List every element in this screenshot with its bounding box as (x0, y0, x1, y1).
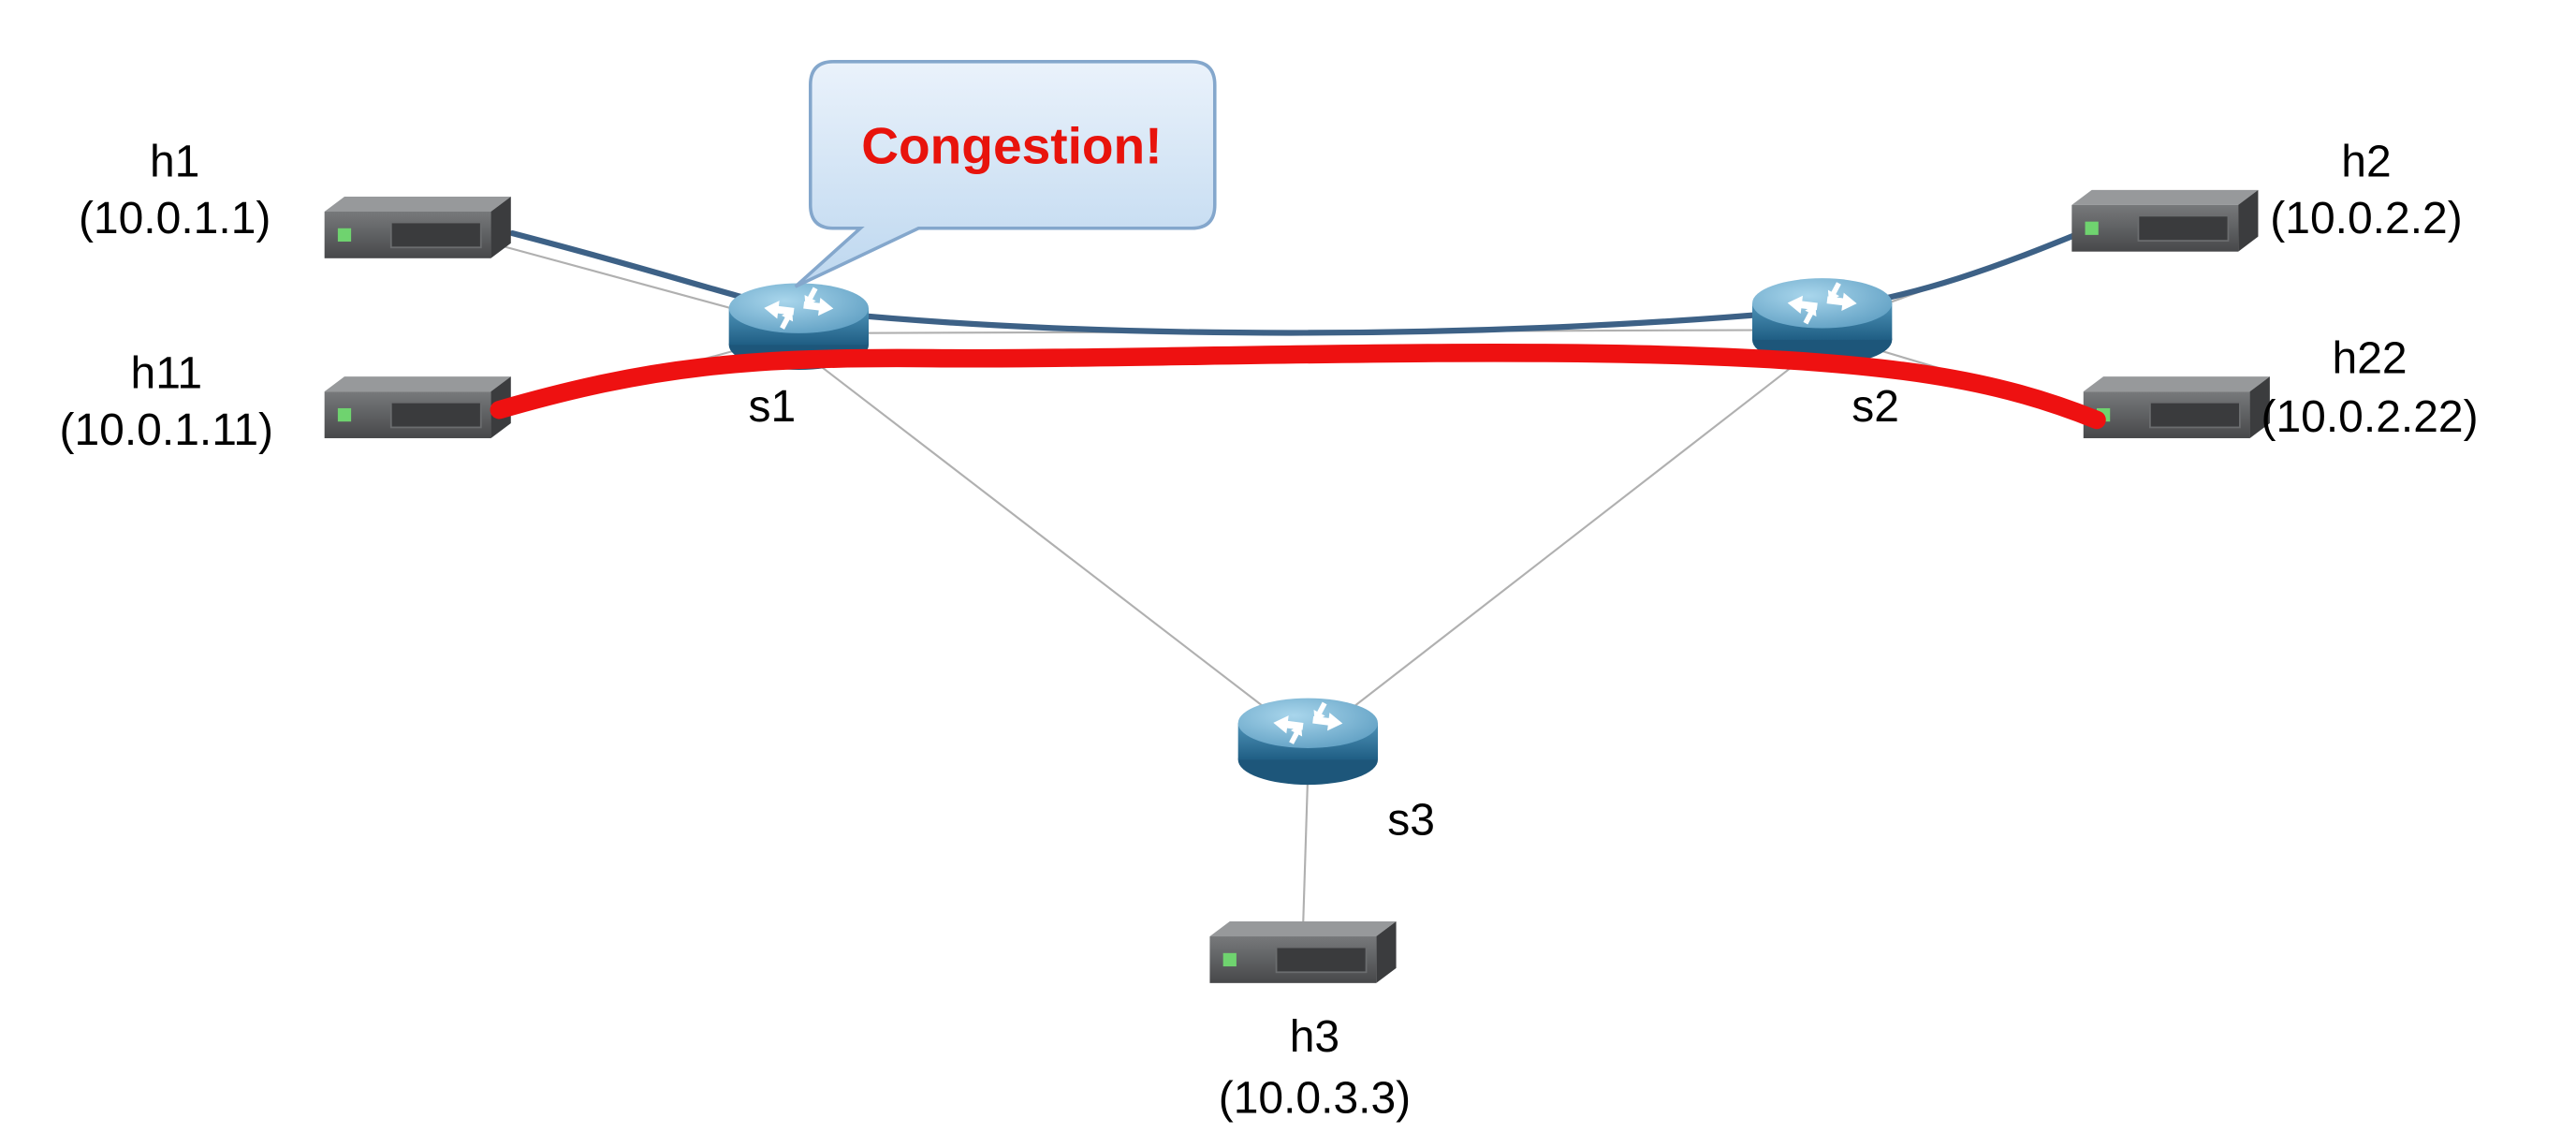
congestion-callout-text: Congestion! (861, 116, 1162, 174)
host-h3-ip: (10.0.3.3) (1219, 1074, 1411, 1124)
node-labels: h1 (10.0.1.1) h11 (10.0.1.11) h2 (10.0.2… (59, 138, 2478, 1124)
normal-flow-path (509, 228, 2086, 336)
switch-s3-label: s3 (1387, 795, 1435, 845)
host-h3-label: h3 (1290, 1012, 1339, 1062)
host-h2-label: h2 (2341, 138, 2391, 187)
host-h1-ip: (10.0.1.1) (79, 194, 271, 243)
host-h22-icon (2082, 375, 2271, 439)
host-h1-icon (323, 196, 512, 259)
host-h11-icon (323, 375, 512, 439)
switch-s3-icon (1238, 699, 1378, 786)
congested-flow-path (490, 344, 2106, 430)
switch-s1-label: s1 (749, 382, 797, 432)
host-h1-label: h1 (150, 138, 199, 187)
host-h3-icon (1208, 920, 1398, 984)
switch-s2-label: s2 (1852, 382, 1899, 432)
congestion-callout: Congestion! (794, 60, 1217, 288)
link-s2-s3 (1319, 348, 1815, 734)
host-h2-ip: (10.0.2.2) (2270, 194, 2462, 243)
host-h2-icon (2071, 188, 2260, 253)
link-s3-h3 (1301, 770, 1310, 930)
link-s1-s3 (803, 352, 1299, 734)
host-h11-ip: (10.0.1.11) (59, 405, 273, 455)
speech-bubble (794, 60, 1217, 288)
host-h11-label: h11 (131, 349, 203, 399)
host-h22-ip: (10.0.2.22) (2261, 392, 2478, 442)
host-h22-label: h22 (2333, 334, 2408, 384)
